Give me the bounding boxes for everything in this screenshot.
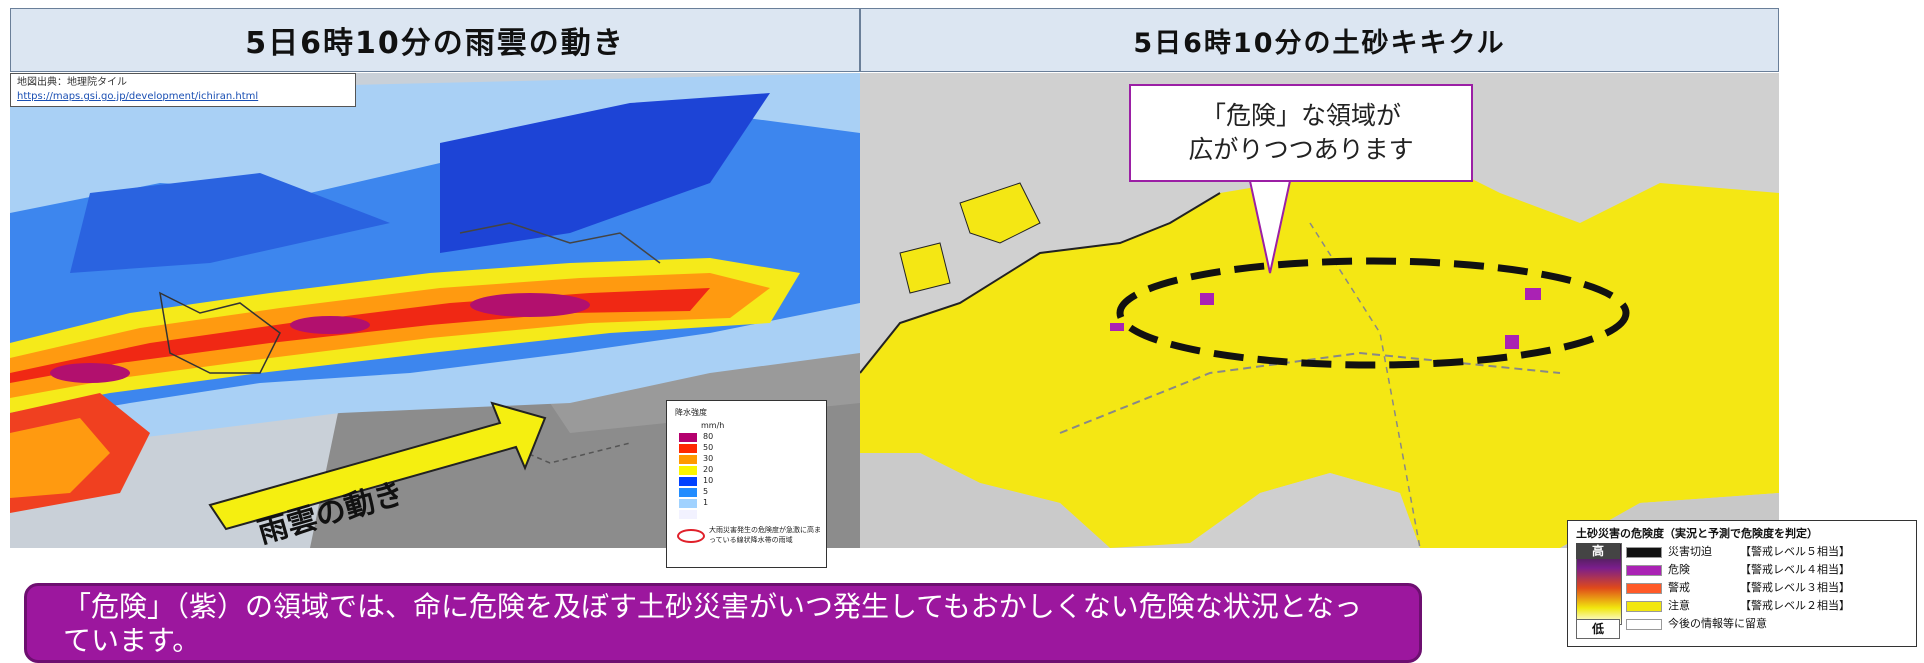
dosha-swatch: [1626, 564, 1662, 576]
rain-legend-swatch: [679, 488, 697, 497]
landslide-risk-graphic: [860, 73, 1779, 548]
danger-area-ellipse: [1116, 257, 1630, 369]
danger-message: 「危険」（紫）の領域では、命に危険を及ぼす土砂災害がいつ発生してもおかしくない危…: [24, 583, 1422, 663]
rain-legend-swatch: [679, 477, 697, 486]
dosha-level-alert: 【警戒レベル２相当】: [1740, 599, 1850, 612]
rain-legend-swatch: [679, 433, 697, 442]
dosha-level-alert: 【警戒レベル４相当】: [1740, 563, 1850, 576]
rain-legend-title: 降水強度: [675, 408, 707, 417]
dosha-legend-row: 警戒 【警戒レベル３相当】: [1626, 580, 1916, 595]
dosha-swatch: [1626, 600, 1662, 612]
risk-low-label: 低: [1576, 619, 1620, 639]
dosha-level-alert: 【警戒レベル５相当】: [1740, 545, 1850, 558]
rain-intensity-legend: 降水強度 mm/h 80 50 30 20 10 5 1 大雨災害発生の危険度が…: [666, 400, 827, 568]
rain-radar-graphic: [10, 73, 860, 548]
rain-legend-swatch: [679, 444, 697, 453]
landslide-risk-map[interactable]: [860, 73, 1779, 548]
rain-legend-value: 1: [703, 498, 709, 507]
dosha-legend-row: 災害切迫 【警戒レベル５相当】: [1626, 544, 1916, 559]
dosha-level-name: 今後の情報等に留意: [1668, 617, 1767, 630]
dosha-level-name: 注意: [1668, 599, 1690, 612]
dosha-legend-row: 注意 【警戒レベル２相当】: [1626, 598, 1916, 613]
dosha-level-name: 災害切迫: [1668, 545, 1712, 558]
rain-legend-value: 50: [703, 443, 714, 452]
rain-legend-unit: mm/h: [701, 421, 725, 430]
rain-legend-swatch: [679, 455, 697, 464]
landslide-risk-panel-title: 5日6時10分の土砂キキクル: [860, 8, 1779, 72]
map-source-link[interactable]: https://maps.gsi.go.jp/development/ichir…: [17, 91, 259, 102]
dosha-legend-row: 危険 【警戒レベル４相当】: [1626, 562, 1916, 577]
dosha-legend-title: 土砂災害の危険度（実況と予測で危険度を判定）: [1576, 527, 1818, 540]
dosha-swatch: [1626, 546, 1662, 558]
dosha-swatch: [1626, 582, 1662, 594]
map-source-note: 地図出典：地理院タイル https://maps.gsi.go.jp/devel…: [10, 73, 356, 107]
rain-band-note: 大雨災害発生の危険度が急激に高まっている線状降水帯の雨域: [709, 526, 821, 544]
rain-radar-map[interactable]: 地図出典：地理院タイル https://maps.gsi.go.jp/devel…: [10, 73, 860, 548]
rain-legend-value: 10: [703, 476, 714, 485]
rain-legend-value: 20: [703, 465, 714, 474]
rain-band-oval-icon: [677, 529, 705, 543]
dosha-level-name: 警戒: [1668, 581, 1690, 594]
dosha-level-alert: 【警戒レベル３相当】: [1740, 581, 1850, 594]
dosha-swatch: [1626, 618, 1662, 630]
callout-line-2: 広がりつつあります: [1188, 135, 1414, 164]
rain-legend-swatch: [679, 510, 697, 519]
rain-legend-swatch: [679, 466, 697, 475]
map-source-label: 地図出典：地理院タイル: [17, 77, 127, 88]
rain-legend-swatch: [679, 499, 697, 508]
risk-high-label: 高: [1576, 543, 1620, 559]
dosha-level-name: 危険: [1668, 563, 1690, 576]
movement-arrow: [208, 401, 547, 531]
rain-legend-value: 30: [703, 454, 714, 463]
danger-callout: 「危険」な領域が 広がりつつあります: [1129, 84, 1473, 182]
rain-cloud-panel-title: 5日6時10分の雨雲の動き: [10, 8, 860, 72]
rain-legend-value: 5: [703, 487, 709, 496]
dosha-legend-row: 今後の情報等に留意: [1626, 616, 1916, 631]
rain-legend-value: 80: [703, 432, 714, 441]
landslide-risk-legend: 土砂災害の危険度（実況と予測で危険度を判定） 高 低 災害切迫 【警戒レベル５相当…: [1567, 520, 1917, 647]
callout-line-1: 「危険」な領域が: [1200, 101, 1401, 130]
